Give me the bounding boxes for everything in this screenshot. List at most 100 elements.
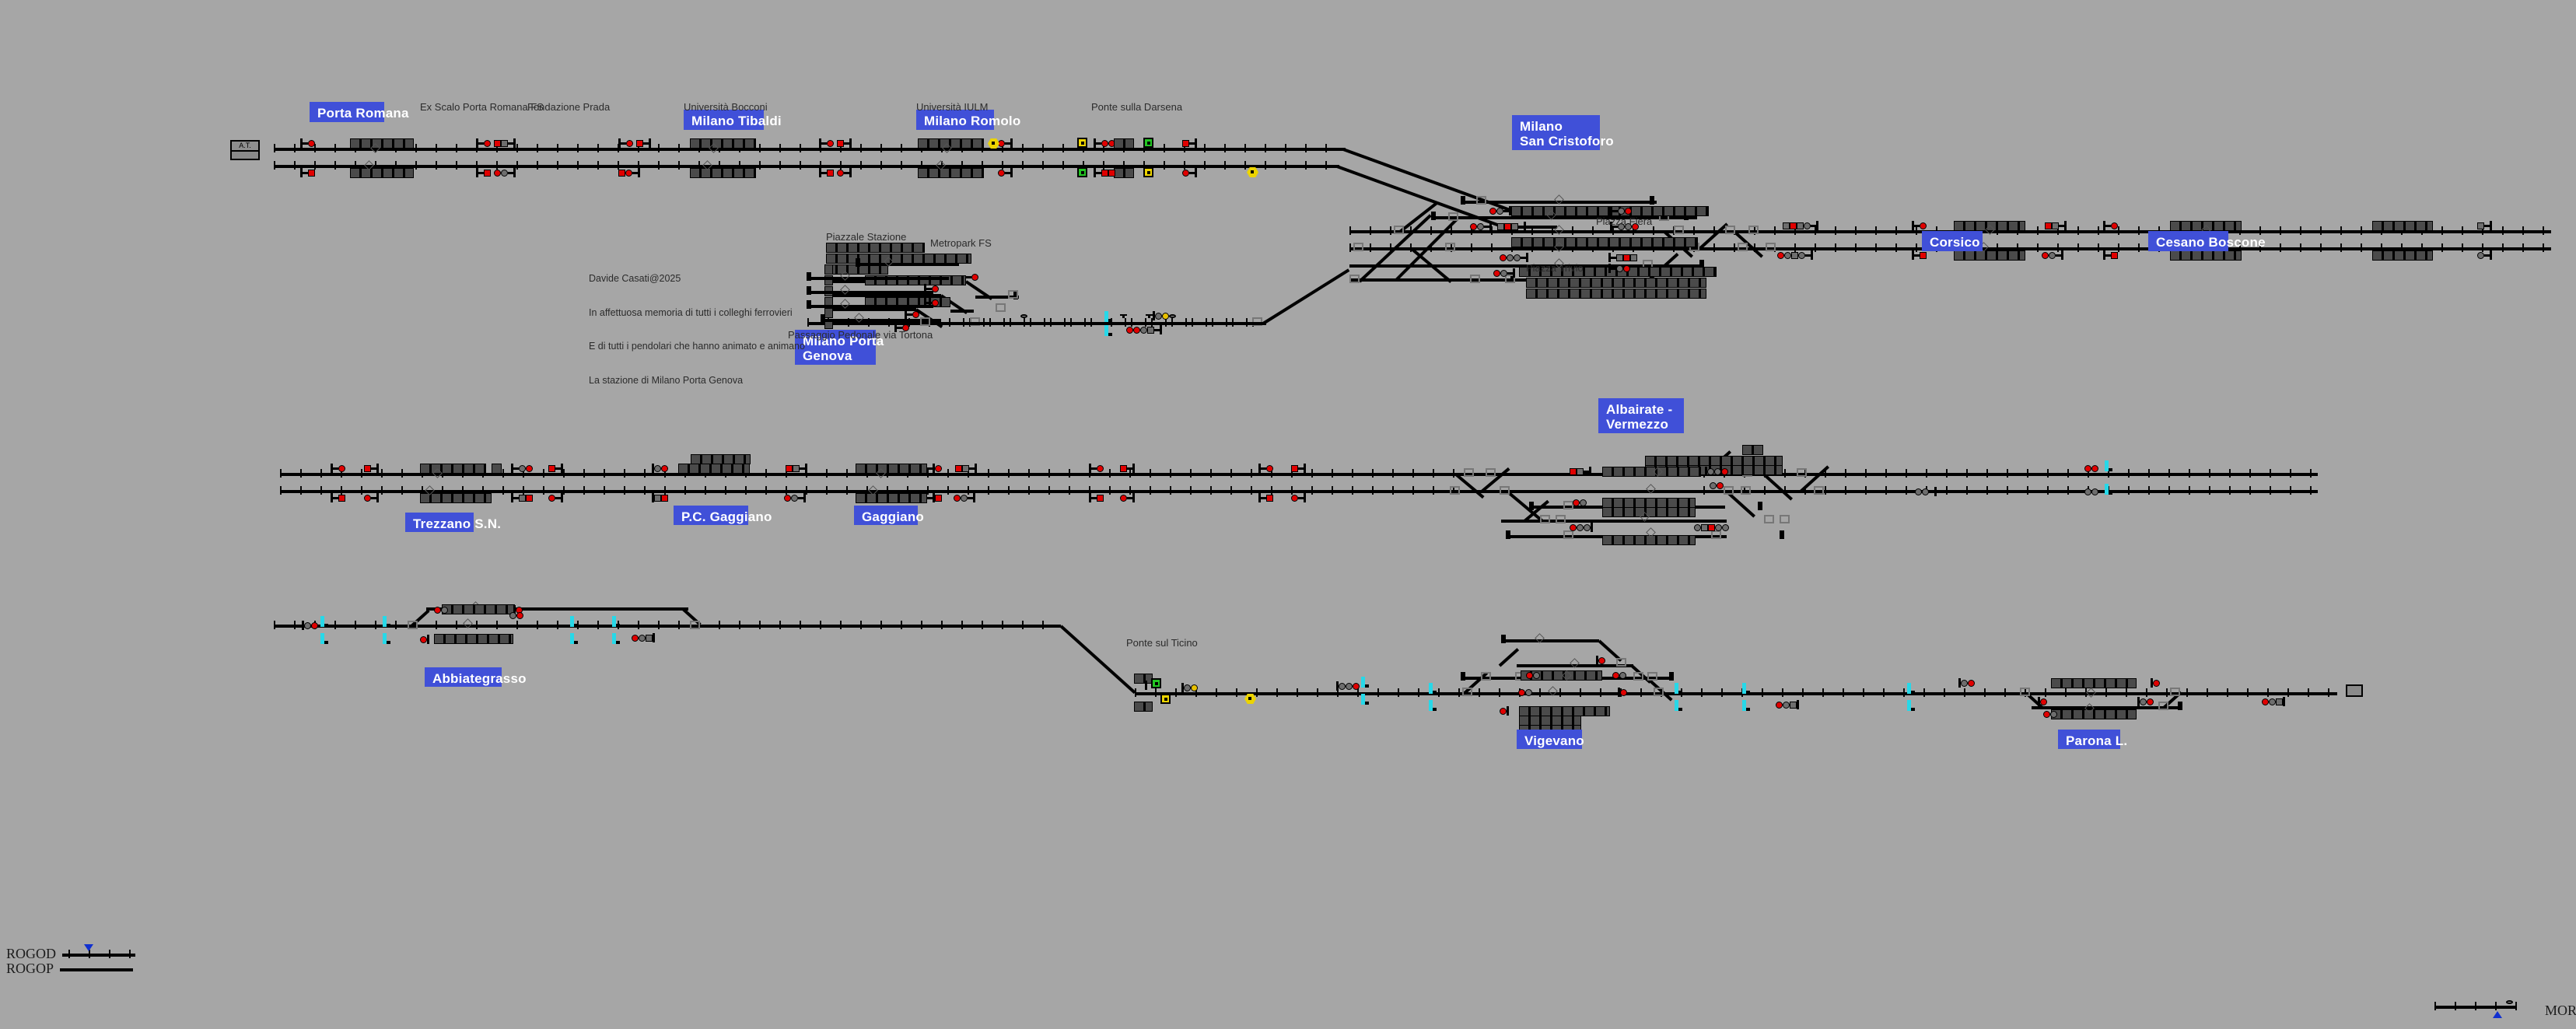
signal-pcg-dn-1[interactable] (652, 493, 668, 502)
dwarf-signal[interactable] (1907, 700, 1915, 711)
signal-row2-dn-a[interactable] (1089, 493, 1104, 502)
dwarf-signal[interactable] (612, 616, 620, 627)
signal-row2-up-b[interactable] (1120, 464, 1135, 473)
turnout[interactable] (1486, 468, 1496, 477)
signal-trz-up-2[interactable] (364, 464, 379, 473)
signal-rom-dn-1[interactable] (998, 168, 1013, 177)
signal-abb-a[interactable] (302, 621, 318, 630)
turnout[interactable] (408, 621, 418, 629)
signal-row2-up-d[interactable] (1291, 464, 1306, 473)
turnout[interactable] (1448, 212, 1458, 221)
signal-sc-d[interactable] (1497, 222, 1526, 231)
signal-pr-up-1[interactable] (300, 138, 315, 148)
signal-row2-dn-d[interactable] (1291, 493, 1306, 502)
signal-row2-up-a[interactable] (1089, 464, 1104, 473)
turnout[interactable] (1647, 672, 1657, 681)
dwarf-signal[interactable] (2105, 484, 2112, 495)
signal-abb-b[interactable] (434, 605, 448, 614)
turnout[interactable] (1814, 486, 1824, 495)
signal-trz-dn-2[interactable] (364, 493, 379, 502)
station-plate-corsico[interactable]: Corsico (1922, 231, 1983, 251)
signal-gag-up-2[interactable] (927, 464, 942, 473)
signal-alb-f[interactable] (1694, 523, 1729, 532)
dwarf-signal[interactable] (320, 633, 328, 644)
signal-par-f[interactable] (2262, 697, 2285, 706)
turnout[interactable] (1008, 290, 1018, 299)
dwarf-signal[interactable] (1429, 683, 1437, 694)
signal-row1-dn-yellow-a[interactable] (1143, 167, 1153, 177)
turnout[interactable] (2158, 702, 2168, 710)
signal-ticino-green[interactable] (1151, 678, 1161, 688)
turnout[interactable] (1476, 196, 1486, 205)
dwarf-signal[interactable] (1429, 700, 1437, 711)
dwarf-signal[interactable] (612, 633, 620, 644)
signal-row1-up-yellow-a[interactable] (1077, 138, 1087, 148)
signal-par-a[interactable] (1958, 678, 1975, 688)
turnout[interactable] (1780, 515, 1790, 523)
signal-gag-dn-3[interactable] (954, 493, 975, 502)
signal-trz-dn-3[interactable] (511, 493, 533, 502)
dwarf-signal[interactable] (2105, 460, 2112, 471)
signal-ticino-a[interactable] (1145, 681, 1147, 690)
signal-gag-dn-2[interactable] (927, 493, 942, 502)
signal-pg-5[interactable] (894, 323, 909, 332)
signal-par-e[interactable] (2043, 709, 2057, 719)
turnout[interactable] (1764, 515, 1774, 523)
dwarf-signal[interactable] (570, 633, 578, 644)
signal-pg-out-yellow[interactable] (1153, 311, 1169, 320)
station-plate-gaggiano[interactable]: Gaggiano (854, 506, 924, 525)
signal-abb-d[interactable] (420, 635, 429, 644)
signal-ticino-hex[interactable] (1244, 694, 1256, 704)
dwarf-signal[interactable] (1675, 700, 1682, 711)
signal-cor-up-1[interactable] (1783, 221, 1818, 230)
signal-row1-far-up[interactable] (2477, 221, 2492, 230)
signal-sc-b[interactable] (1610, 206, 1632, 215)
signal-vig-e[interactable] (1618, 688, 1627, 697)
signal-row2-far-c[interactable] (1915, 487, 1937, 496)
turnout[interactable] (1540, 515, 1550, 523)
turnout[interactable] (1470, 275, 1480, 283)
signal-cor-up-3[interactable] (2045, 221, 2067, 230)
turnout[interactable] (2020, 688, 2030, 696)
signal-row2-far-a[interactable] (2084, 464, 2098, 473)
turnout[interactable] (1738, 243, 1748, 251)
turnout[interactable] (1797, 468, 1807, 477)
signal-gag-up-3[interactable] (955, 464, 977, 473)
signal-ticino-yellow[interactable] (1160, 694, 1171, 704)
signal-sc-c[interactable] (1470, 222, 1492, 231)
signal-trz-up-3[interactable] (511, 464, 533, 473)
turnout[interactable] (1633, 672, 1643, 681)
signal-cor-up-2[interactable] (1912, 221, 1927, 230)
signal-row2-dn-c[interactable] (1258, 493, 1273, 502)
row3-end-box[interactable] (2346, 684, 2363, 697)
turnout[interactable] (1505, 275, 1515, 283)
station-plate-milano-san-cristoforo[interactable]: Milano San Cristoforo (1512, 115, 1614, 150)
signal-pg-2[interactable] (924, 284, 939, 293)
turnout[interactable] (1766, 243, 1776, 251)
turnout[interactable] (1563, 530, 1573, 539)
signal-tib-dn-1[interactable] (819, 168, 852, 177)
dwarf-signal[interactable] (320, 616, 328, 627)
dwarf-signal[interactable] (1104, 311, 1112, 322)
signal-row1-far-dn[interactable] (2477, 250, 2492, 260)
turnout[interactable] (1741, 486, 1751, 495)
signal-vig-b[interactable] (1612, 670, 1626, 680)
signal-row2-up-c[interactable] (1258, 464, 1273, 473)
turnout[interactable] (1725, 226, 1735, 234)
station-plate-parona-l[interactable]: Parona L. (2058, 730, 2127, 749)
signal-trz-up-4[interactable] (548, 464, 563, 473)
signal-pg-3[interactable] (924, 298, 939, 307)
signal-row1-dn-green-a[interactable] (1077, 167, 1087, 177)
signal-rom-up-1[interactable] (998, 138, 1013, 148)
station-plate-milano-tibaldi[interactable]: Milano Tibaldi (684, 110, 782, 130)
dwarf-signal[interactable] (383, 616, 390, 627)
dwarf-signal[interactable] (1907, 683, 1915, 694)
signal-alb-a[interactable] (1570, 467, 1591, 476)
signal-alb-c[interactable] (1710, 481, 1724, 490)
signal-row1-dn-hex[interactable] (1247, 167, 1258, 177)
station-plate-trezzano-sn[interactable]: Trezzano S.N. (405, 513, 501, 532)
signal-row1-up-a[interactable] (1094, 138, 1115, 148)
station-plate-porta-romana[interactable]: Porta Romana (310, 102, 408, 122)
signal-vig-f[interactable] (1500, 706, 1509, 716)
dwarf-signal[interactable] (1361, 694, 1369, 705)
